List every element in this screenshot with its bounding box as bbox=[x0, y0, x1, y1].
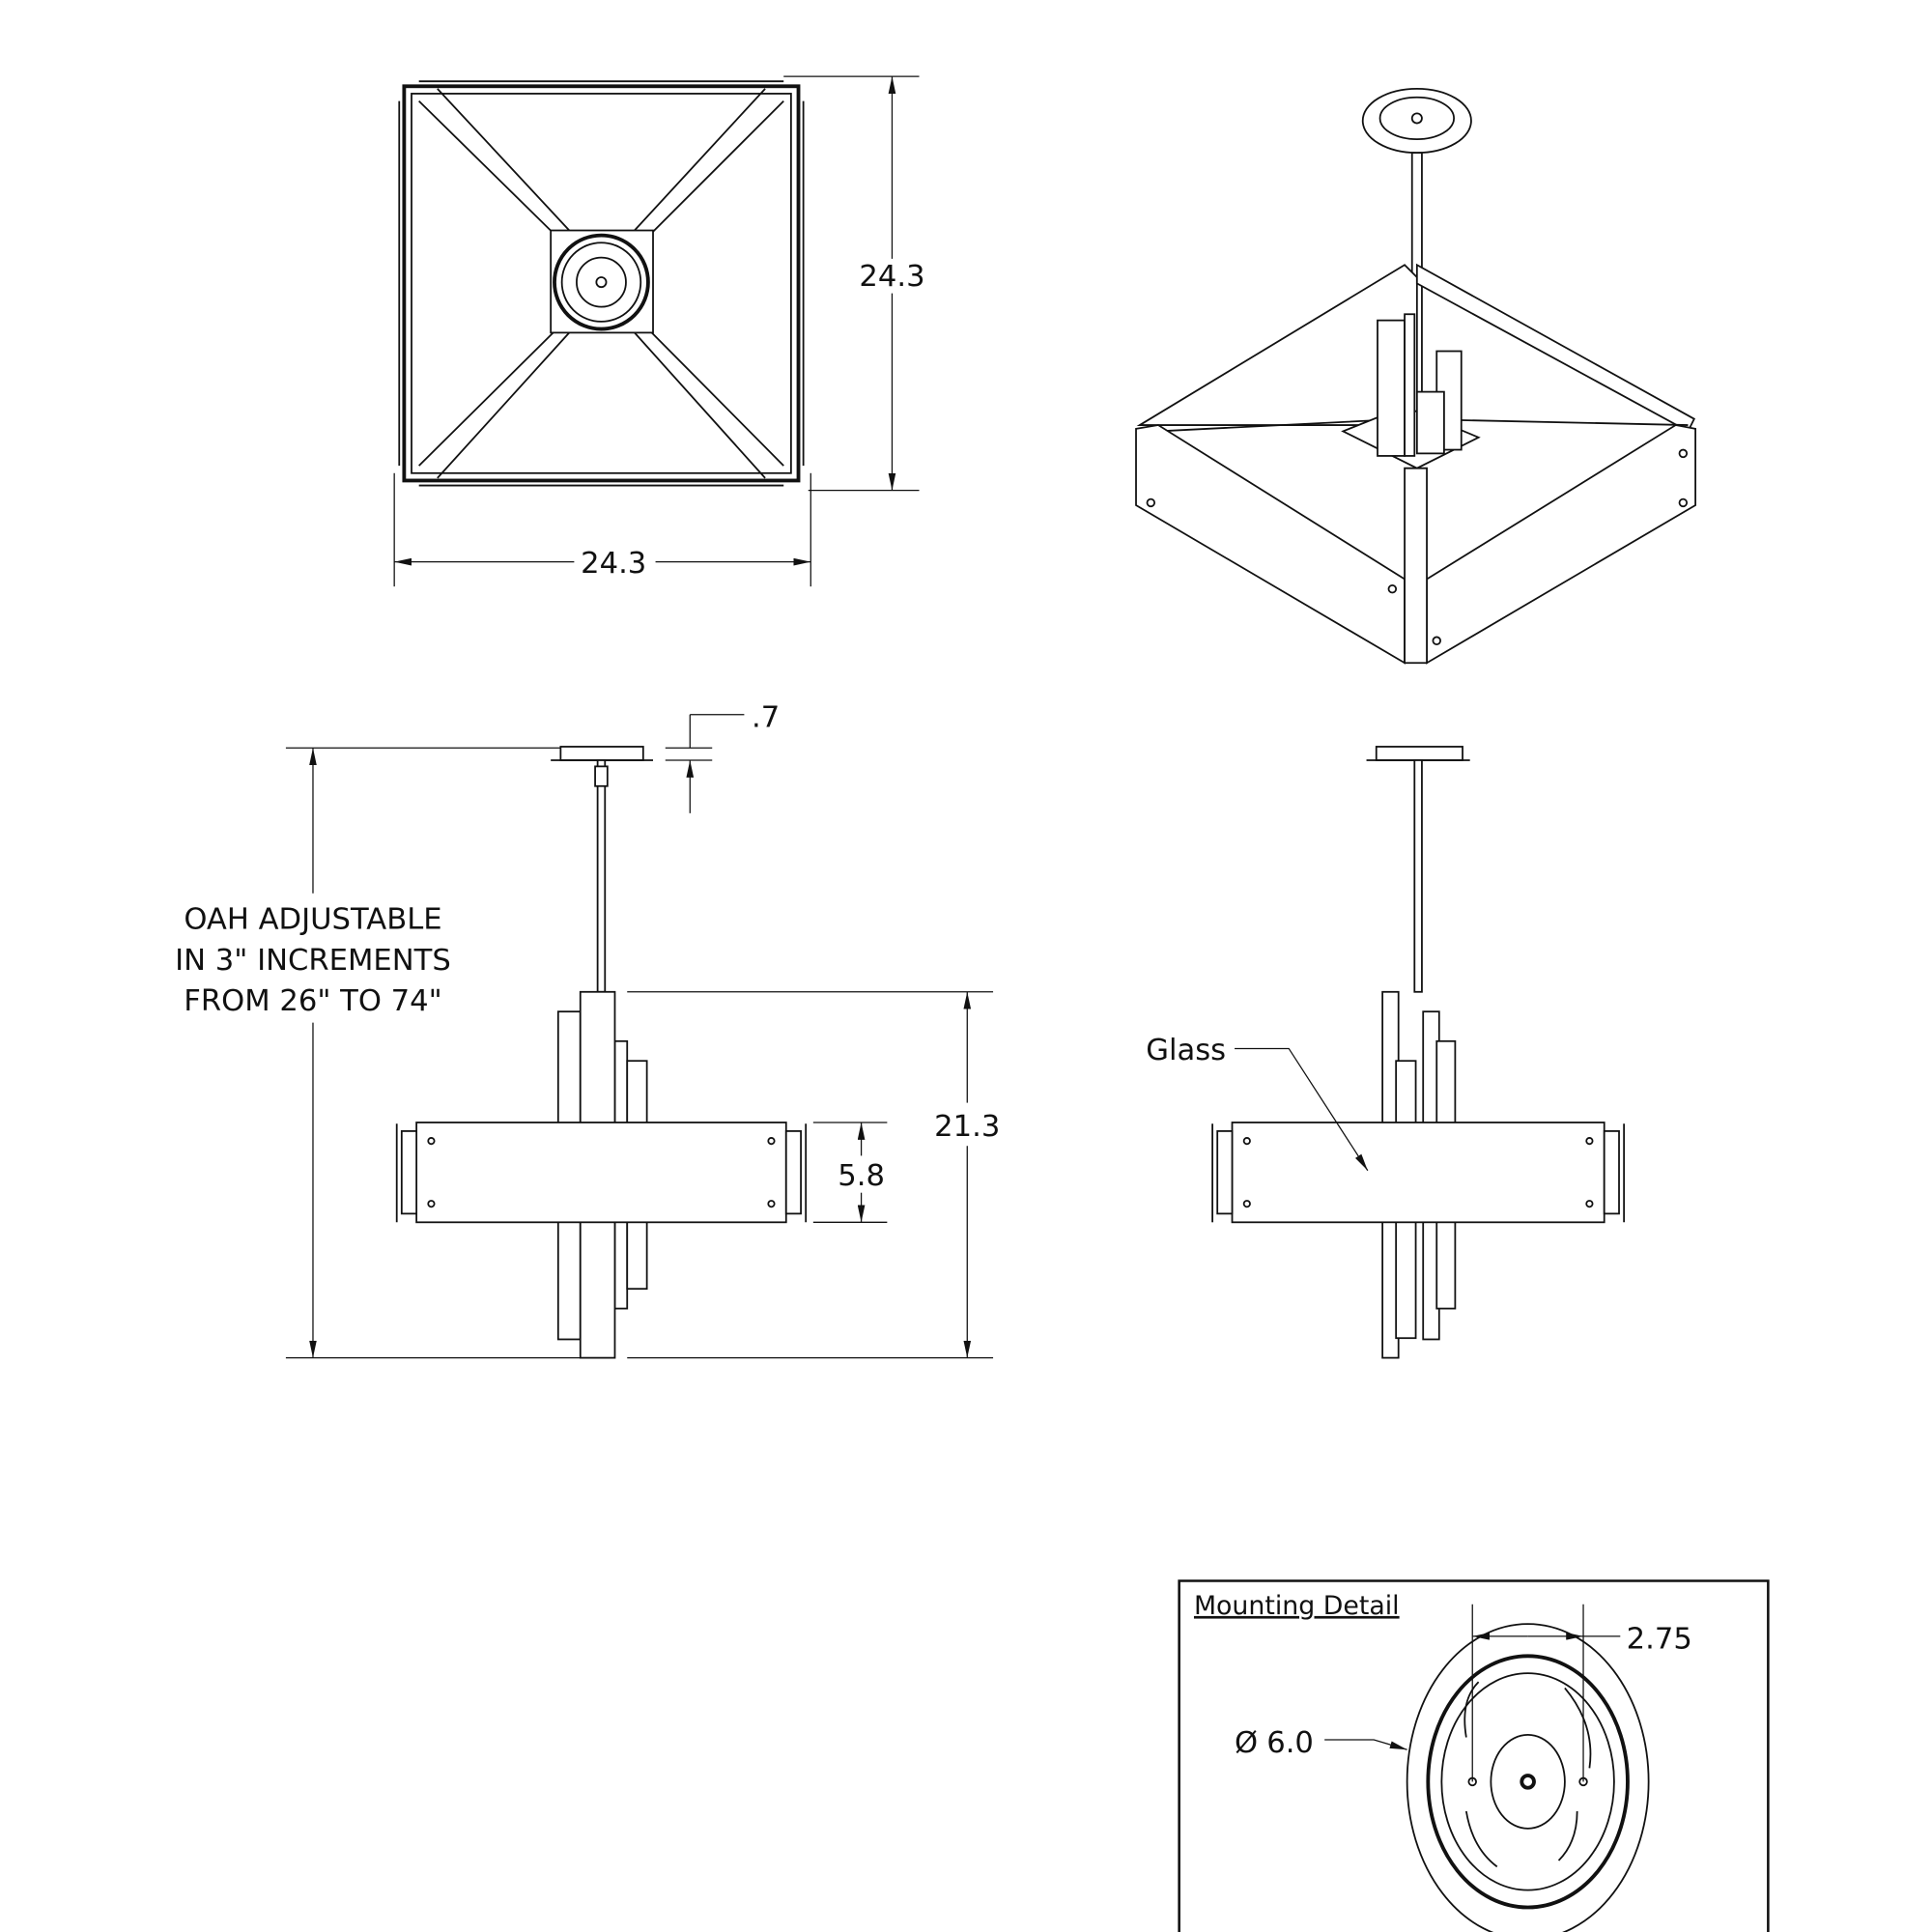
oah-note-line-3: FROM 26" TO 74" bbox=[184, 984, 441, 1018]
glass-callout: Glass bbox=[1146, 1034, 1226, 1067]
width-dimension: 24.3 bbox=[581, 547, 646, 581]
side-view: Glass bbox=[1146, 746, 1626, 1359]
mounting-detail-title: Mounting Detail bbox=[1194, 1591, 1400, 1621]
canopy-dimension: .7 bbox=[752, 701, 780, 735]
oah-note-line-1: OAH ADJUSTABLE bbox=[184, 903, 441, 937]
shade-height-dimension: 5.8 bbox=[838, 1159, 885, 1193]
top-view: 24.3 24.3 bbox=[393, 75, 925, 587]
diameter-dimension: 6.0 bbox=[1266, 1726, 1314, 1760]
front-view: OAH ADJUSTABLE IN 3" INCREMENTS FROM 26"… bbox=[175, 701, 1000, 1359]
isometric-view bbox=[1135, 87, 1696, 665]
mounting-detail: Mounting Detail 2.75 Ø 6.0 bbox=[1178, 1579, 1770, 1932]
diameter-symbol: Ø bbox=[1235, 1726, 1258, 1760]
body-height-dimension: 21.3 bbox=[934, 1110, 1000, 1144]
oah-note-line-2: IN 3" INCREMENTS bbox=[175, 944, 451, 978]
depth-dimension: 24.3 bbox=[859, 260, 924, 294]
hole-spacing-dimension: 2.75 bbox=[1627, 1623, 1692, 1657]
